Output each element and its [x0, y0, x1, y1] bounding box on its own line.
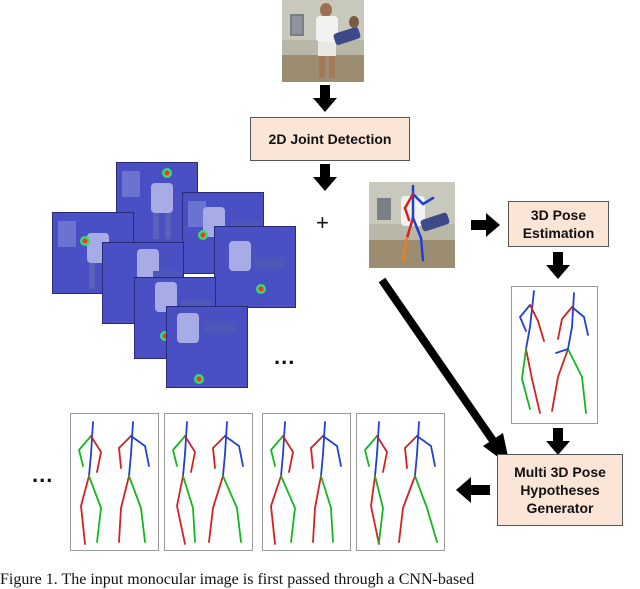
hypothesis-panel-3 — [262, 413, 351, 551]
heatmap-5 — [214, 226, 296, 308]
arrow-right-1 — [471, 213, 500, 237]
arrow-left — [456, 477, 490, 503]
arrow-down-4 — [546, 428, 570, 455]
hypotheses-generator-box: Multi 3D Pose Hypotheses Generator — [497, 454, 623, 526]
skeleton-overlay-photo — [369, 182, 455, 268]
figure-caption: Figure 1. The input monocular image is f… — [0, 571, 475, 588]
joint-detection-box: 2D Joint Detection — [250, 117, 410, 161]
hypotheses-line-1: Multi 3D Pose — [514, 464, 606, 480]
pose-estimation-box: 3D Pose Estimation — [508, 201, 609, 247]
hypotheses-line-3: Generator — [526, 500, 594, 516]
hypothesis-panel-1 — [70, 413, 159, 551]
heatmap-7 — [166, 306, 248, 388]
joint-detection-label: 2D Joint Detection — [268, 131, 392, 147]
heatmap-ellipsis: ... — [274, 344, 296, 369]
arrow-down-2 — [313, 164, 337, 191]
hypotheses-ellipsis: ... — [32, 462, 54, 487]
hypothesis-panel-4 — [356, 413, 445, 551]
input-photo — [282, 0, 364, 82]
pose-3d-panel — [511, 286, 598, 424]
arrow-down-3 — [546, 252, 570, 279]
hypothesis-panel-2 — [164, 413, 253, 551]
pose-estimation-line-2: Estimation — [522, 225, 595, 241]
arrow-down-1 — [313, 85, 337, 112]
pose-estimation-line-1: 3D Pose — [530, 207, 587, 223]
hypotheses-line-2: Hypotheses — [520, 482, 600, 498]
plus-sign: + — [316, 210, 329, 235]
